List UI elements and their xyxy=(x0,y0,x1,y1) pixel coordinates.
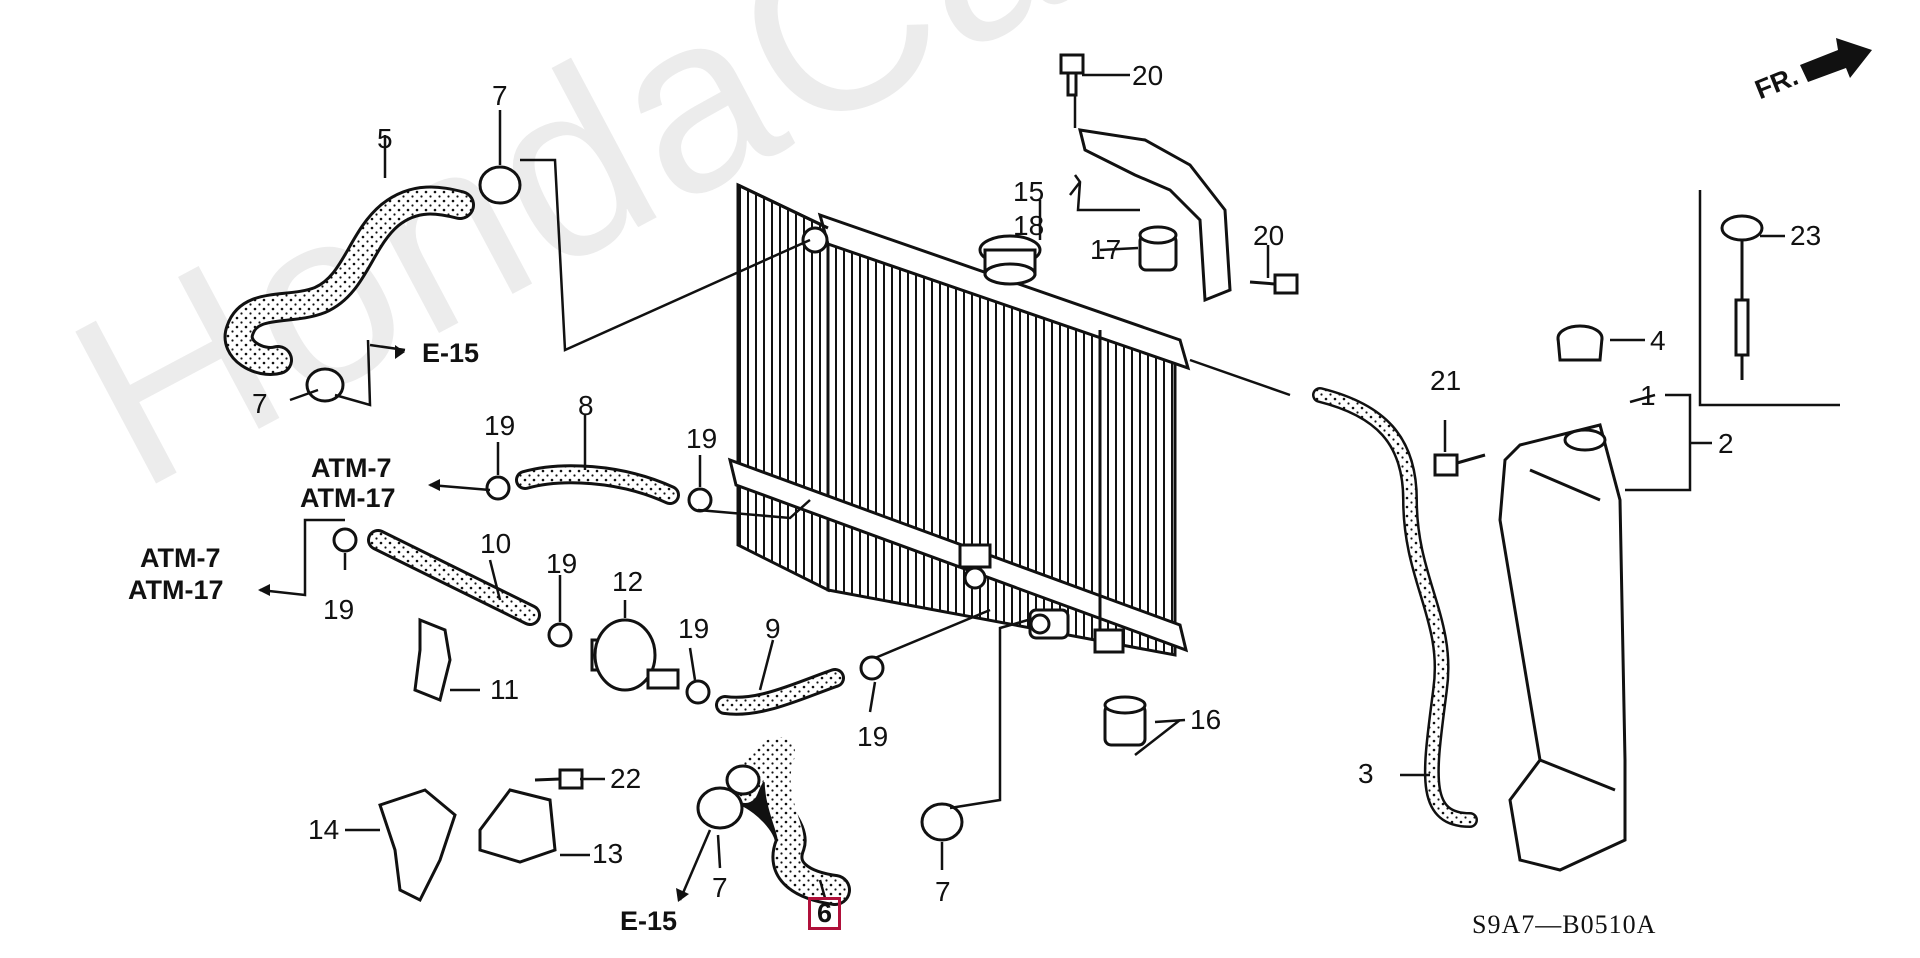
bracket-13[interactable] xyxy=(478,788,557,864)
radiator-core[interactable] xyxy=(727,182,1191,657)
reference-atm7-b[interactable]: ATM-7 xyxy=(140,543,221,573)
part-number-19: 19 xyxy=(686,423,718,454)
part-number-13: 13 xyxy=(592,838,624,869)
bolt-20-right[interactable] xyxy=(1249,273,1299,295)
part-number-17: 17 xyxy=(1090,234,1122,265)
part-number-21: 21 xyxy=(1430,365,1462,396)
part-number-19: 19 xyxy=(678,613,710,644)
bracket-11[interactable] xyxy=(413,617,452,703)
radiator-cap-icon xyxy=(978,234,1042,286)
part-number-19: 19 xyxy=(546,548,578,579)
bolt-20-top[interactable] xyxy=(1059,53,1085,97)
grommet-17[interactable] xyxy=(1138,225,1178,272)
part-number-15: 15 xyxy=(1013,176,1045,207)
bracket-14[interactable] xyxy=(378,788,457,903)
reference-atm7-a[interactable]: ATM-7 xyxy=(311,453,392,483)
bolt-22[interactable] xyxy=(534,768,584,790)
part-number-9: 9 xyxy=(765,613,781,644)
reserve-tank[interactable] xyxy=(1498,423,1627,872)
part-number-5: 5 xyxy=(377,123,393,154)
dipstick[interactable] xyxy=(1720,214,1764,380)
part-number-19: 19 xyxy=(484,410,516,441)
reference-e15-top[interactable]: E-15 xyxy=(422,338,480,368)
leader-lines xyxy=(259,73,1840,901)
grommet-16[interactable] xyxy=(1103,695,1147,747)
part-number-20: 20 xyxy=(1253,220,1285,251)
part-number-19: 19 xyxy=(323,594,355,625)
part-number-23: 23 xyxy=(1790,220,1822,251)
part-number-16: 16 xyxy=(1190,704,1222,735)
part-number-11: 11 xyxy=(490,674,520,705)
reserve-tank-cap[interactable] xyxy=(1556,324,1604,362)
bolt-21[interactable] xyxy=(1433,453,1486,477)
part-number-4: 4 xyxy=(1650,325,1666,356)
reference-e15-bottom[interactable]: E-15 xyxy=(620,906,678,936)
part-number-10: 10 xyxy=(480,528,512,559)
upper-bracket[interactable] xyxy=(1077,128,1232,303)
part-number-7: 7 xyxy=(712,872,728,903)
part-number-7: 7 xyxy=(935,876,951,907)
part-number-8: 8 xyxy=(578,390,594,421)
atf-filter-12[interactable] xyxy=(590,618,680,692)
part-number-7: 7 xyxy=(492,80,508,111)
diagram-code: S9A7—B0510A xyxy=(1472,910,1657,939)
reference-atm17-b[interactable]: ATM-17 xyxy=(128,575,224,605)
part-number-12: 12 xyxy=(612,566,644,597)
part-number-3: 3 xyxy=(1358,758,1374,789)
part-number-18: 18 xyxy=(1013,210,1045,241)
reference-atm17-a[interactable]: ATM-17 xyxy=(300,483,396,513)
hose-clamps[interactable] xyxy=(305,165,964,842)
part-number-1: 1 xyxy=(1640,380,1656,411)
drain-plug-icon xyxy=(1028,608,1070,640)
front-arrow-icon xyxy=(1800,38,1872,82)
part-number-14: 14 xyxy=(308,814,340,845)
part-number-22: 22 xyxy=(610,763,642,794)
part-number-2: 2 xyxy=(1718,428,1734,459)
reference-arrows xyxy=(258,345,689,902)
part-number-20: 20 xyxy=(1132,60,1164,91)
part-number-6-highlighted[interactable]: 6 xyxy=(808,897,842,930)
part-number-19: 19 xyxy=(857,721,889,752)
part-number-7: 7 xyxy=(252,388,268,419)
